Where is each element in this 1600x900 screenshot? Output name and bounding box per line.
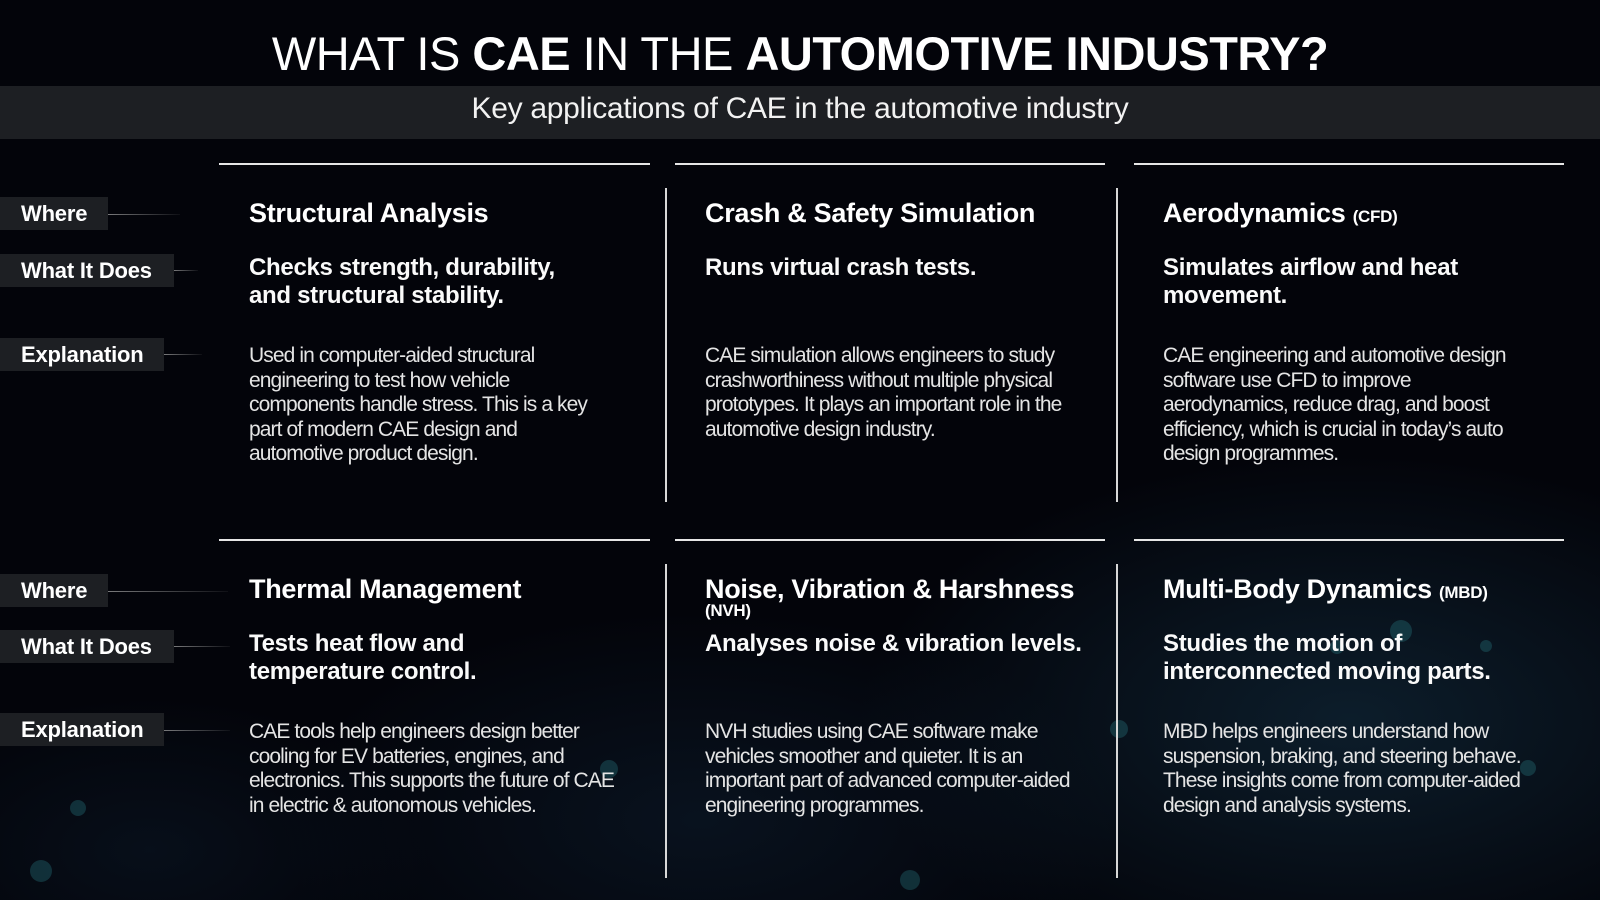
card-title-text: Thermal Management [249, 574, 522, 604]
card-explanation: CAE engineering and automotive design so… [1163, 344, 1507, 466]
card-what-it-does: Tests heat flow and temperature control. [249, 630, 477, 685]
title-part: IN THE [570, 27, 746, 80]
card-top-divider [1134, 163, 1564, 165]
column-divider [665, 564, 667, 878]
card-explanation: NVH studies using CAE software make vehi… [705, 720, 1071, 817]
label-connector-line [164, 354, 202, 355]
label-connector-line [174, 646, 230, 647]
card-title-text: Multi-Body Dynamics [1163, 574, 1432, 604]
card-title: Thermal Management [249, 574, 521, 605]
page-title: WHAT IS CAE IN THE AUTOMOTIVE INDUSTRY? [0, 26, 1600, 81]
background-bokeh-dot [900, 870, 920, 890]
card-what-it-does: Analyses noise & vibration levels. [705, 630, 1082, 657]
background-bokeh-dot [1390, 620, 1412, 642]
card-top-divider [675, 163, 1105, 165]
row-label-explanation: Explanation [0, 338, 164, 371]
card-what-it-does: Checks strength, durability, and structu… [249, 254, 555, 309]
label-connector-line [108, 591, 228, 592]
card-title-abbreviation: (CFD) [1352, 207, 1398, 226]
label-connector-line [174, 270, 198, 271]
page-subtitle: Key applications of CAE in the automotiv… [471, 92, 1129, 125]
title-part: WHAT IS [271, 27, 473, 80]
card-title: Noise, Vibration & Harshness(NVH) [705, 574, 1075, 620]
background-bokeh-dot [600, 760, 618, 778]
card-explanation: Used in computer-aided structural engine… [249, 344, 588, 466]
card-top-divider [1134, 539, 1564, 541]
column-divider [665, 188, 667, 502]
card-explanation: MBD helps engineers understand how suspe… [1163, 720, 1522, 817]
card-top-divider [219, 163, 650, 165]
card-title: Crash & Safety Simulation [705, 198, 1035, 229]
column-divider [1116, 564, 1118, 878]
row-label-what-it-does: What It Does [0, 630, 174, 663]
label-connector-line [108, 214, 180, 215]
background-bokeh-dot [30, 860, 52, 882]
card-title-abbreviation: (MBD) [1439, 583, 1488, 602]
card-what-it-does: Simulates airflow and heat movement. [1163, 254, 1458, 309]
card-what-it-does: Studies the motion of interconnected mov… [1163, 630, 1491, 685]
background-bokeh-dot [1520, 760, 1536, 776]
column-divider [1116, 188, 1118, 502]
card-title-abbreviation: (NVH) [705, 601, 751, 620]
label-connector-line [164, 730, 230, 731]
background-bokeh-dot [1330, 640, 1344, 654]
card-title: Aerodynamics (CFD) [1163, 198, 1398, 229]
card-title: Structural Analysis [249, 198, 489, 229]
card-top-divider [675, 539, 1105, 541]
card-title-text: Structural Analysis [249, 198, 489, 228]
card-title-text: Crash & Safety Simulation [705, 198, 1036, 228]
card-top-divider [219, 539, 650, 541]
background-bokeh-dot [70, 800, 86, 816]
row-label-where: Where [0, 574, 108, 607]
card-title: Multi-Body Dynamics (MBD) [1163, 574, 1488, 605]
row-label-explanation: Explanation [0, 713, 164, 746]
title-part-bold: AUTOMOTIVE INDUSTRY? [745, 27, 1329, 80]
row-label-what-it-does: What It Does [0, 254, 174, 287]
title-part-bold: CAE [472, 27, 571, 80]
background-bokeh-dot [1110, 720, 1128, 738]
card-title-text: Noise, Vibration & Harshness [705, 574, 1075, 604]
card-explanation: CAE tools help engineers design better c… [249, 720, 615, 817]
background-bokeh-dot [1480, 640, 1492, 652]
row-label-where: Where [0, 197, 108, 230]
card-title-text: Aerodynamics [1163, 198, 1346, 228]
card-explanation: CAE simulation allows engineers to study… [705, 344, 1062, 441]
subtitle-bar [0, 86, 1600, 139]
card-what-it-does: Runs virtual crash tests. [705, 254, 977, 281]
